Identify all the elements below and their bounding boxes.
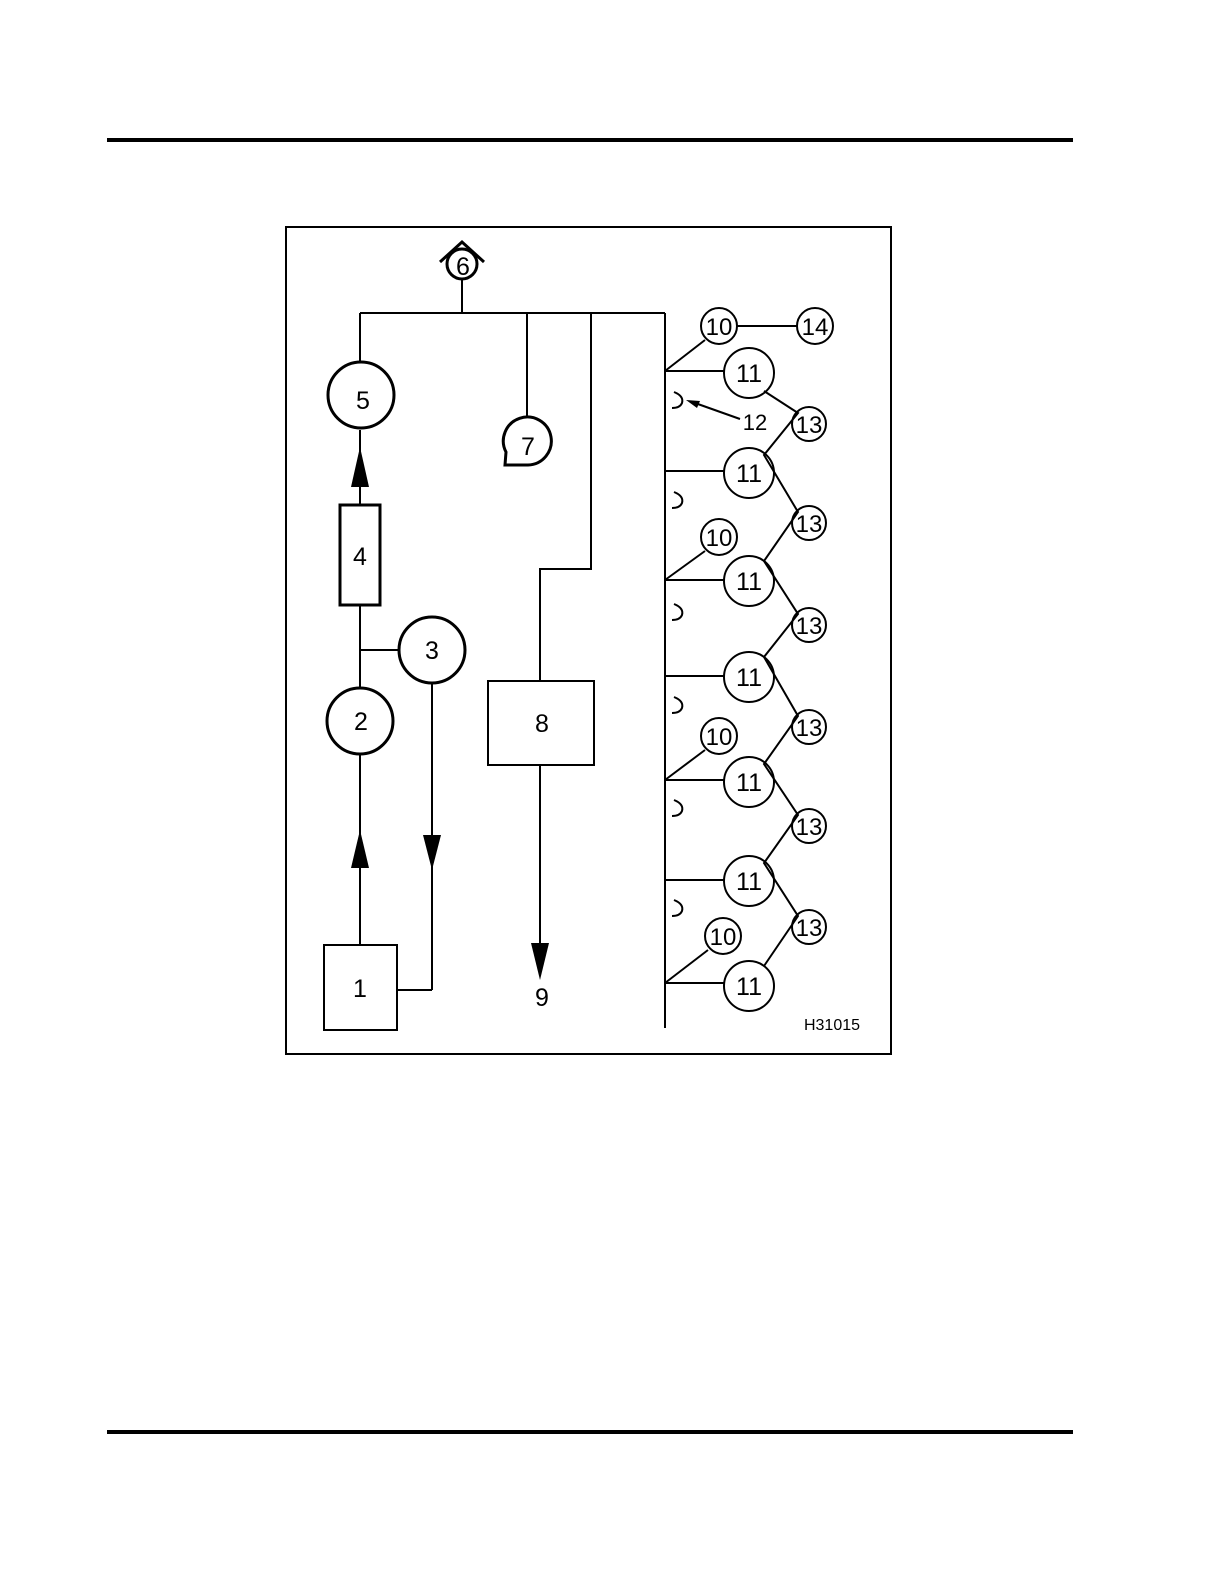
figure-id-label: H31015 [804, 1017, 860, 1034]
component-11-circle: 11 [724, 757, 774, 807]
hook [672, 604, 682, 620]
component-13-circle: 13 [792, 608, 826, 642]
hook-12 [672, 392, 682, 408]
component-1-label: 1 [353, 975, 367, 1003]
flow-arrow-down [423, 835, 441, 870]
component-8-box: 8 [488, 681, 594, 765]
component-13-circle: 13 [792, 506, 826, 540]
component-11-label: 11 [736, 460, 762, 488]
component-4-box: 4 [340, 505, 380, 605]
component-13-label: 13 [796, 715, 823, 742]
component-11-circle: 11 [724, 556, 774, 606]
component-10-label: 10 [706, 724, 733, 751]
component-13-label: 13 [796, 613, 823, 640]
component-5-circle: 5 [328, 362, 394, 428]
component-7-symbol: 7 [503, 417, 551, 465]
component-13-label: 13 [796, 814, 823, 841]
flow-arrow-up-lower [351, 830, 369, 868]
component-10-circle: 10 [701, 718, 737, 754]
component-11-label: 11 [736, 664, 762, 692]
component-13-circle: 13 [792, 407, 826, 441]
component-11-circle: 11 [724, 856, 774, 906]
component-11-label: 11 [736, 973, 762, 1001]
component-3-label: 3 [425, 637, 439, 665]
component-11-circle: 11 [724, 652, 774, 702]
component-13-circle: 13 [792, 809, 826, 843]
component-10-circle: 10 [701, 308, 737, 344]
component-8-label: 8 [535, 710, 549, 738]
component-10-label: 10 [706, 314, 733, 341]
component-14-circle: 14 [797, 308, 833, 344]
hook [672, 697, 682, 713]
component-14-label: 14 [802, 314, 829, 341]
component-6-cap: 6 [440, 242, 484, 281]
flow-arrow-up-upper [351, 447, 369, 487]
component-11-circle: 11 [724, 961, 774, 1011]
leader-arrow-12 [686, 400, 700, 408]
component-12-label: 12 [743, 410, 767, 435]
component-11-circle: 11 [724, 348, 774, 398]
component-7-label: 7 [521, 433, 535, 461]
hook [672, 900, 682, 916]
component-2-circle: 2 [327, 688, 393, 754]
component-11-circle: 11 [724, 448, 774, 498]
line-to-8 [540, 313, 591, 681]
component-4-label: 4 [353, 543, 367, 571]
component-13-label: 13 [796, 915, 823, 942]
hook [672, 800, 682, 816]
component-5-label: 5 [356, 387, 370, 415]
component-11-label: 11 [736, 868, 762, 896]
component-3-circle: 3 [399, 617, 465, 683]
cross-links-11-13 [764, 391, 798, 966]
flow-arrow-to-9 [531, 943, 549, 980]
leader-line-12 [695, 403, 740, 419]
component-13-circle: 13 [792, 910, 826, 944]
component-10-label: 10 [710, 924, 737, 951]
component-10-circle: 10 [705, 918, 741, 954]
component-10-label: 10 [706, 525, 733, 552]
component-11-label: 11 [736, 568, 762, 596]
component-6-label: 6 [456, 253, 470, 281]
component-10-circle: 10 [701, 519, 737, 555]
component-1-box: 1 [324, 945, 397, 1030]
component-13-label: 13 [796, 511, 823, 538]
component-13-label: 13 [796, 412, 823, 439]
component-11-label: 11 [736, 360, 762, 388]
rail-branches [665, 340, 724, 983]
component-11-label: 11 [736, 769, 762, 797]
component-2-label: 2 [354, 708, 368, 736]
component-9-label: 9 [535, 984, 549, 1012]
component-13-circle: 13 [792, 710, 826, 744]
hook [672, 492, 682, 508]
